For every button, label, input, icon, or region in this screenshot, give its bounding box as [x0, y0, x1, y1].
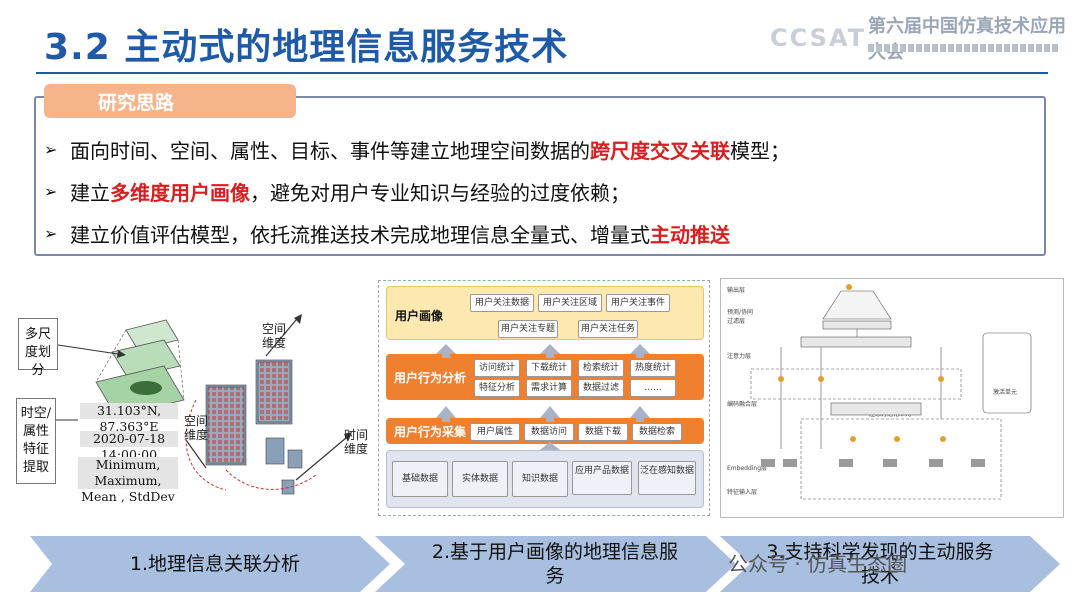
bullet-highlight: 跨尺度交叉关联 [590, 138, 730, 163]
analysis-chip: 访问统计 [474, 359, 520, 377]
bullet-text: ，避免对用户专业知识与经验的过度依赖； [250, 180, 630, 205]
bullet-highlight: 主动推送 [650, 222, 730, 247]
arrow-bullet-icon: ➢ [44, 139, 58, 159]
model-layer-label: 预测/协同过滤层 [727, 309, 754, 325]
profile-chip: 用户关注任务 [578, 320, 638, 338]
layer-title: 用户画像 [395, 309, 444, 323]
layer-title: 用户行为采集 [394, 425, 467, 439]
profile-chip: 用户关注数据 [470, 294, 534, 312]
model-layer-label: 编码融合层 [727, 401, 758, 408]
process-chevrons [30, 536, 1060, 592]
analysis-chip: 特征分析 [474, 379, 520, 397]
bullet-item: ➢ 建立多维度用户画像，避免对用户专业知识与经验的过度依赖； [44, 170, 1034, 212]
layer-title: 用户行为分析 [394, 371, 467, 385]
bullet-item: ➢ 面向时间、空间、属性、目标、事件等建立地理空间数据的跨尺度交叉关联模型； [44, 128, 1034, 170]
axis-label-space-2: 空间维度 [184, 414, 209, 442]
profile-chip: 用户关注专题 [498, 320, 558, 338]
data-source-chip: 泛在感知数据 [638, 461, 696, 495]
bullet-highlight: 多维度用户画像 [110, 180, 250, 205]
spatiotemporal-cube-figure [56, 314, 352, 495]
model-layer-label: 特征输入层 [727, 489, 758, 496]
analysis-chip: 数据过滤 [578, 379, 624, 397]
attention-model-diagram: 输出层 预测/协同过滤层 注意力层 编码融合层 Embedding层 特征输入层… [720, 278, 1064, 518]
research-box [34, 96, 1046, 256]
feature-extraction-box: 时空/属性特征提取 [16, 398, 56, 484]
layer-arrows [436, 344, 650, 450]
title-divider [36, 72, 1048, 74]
activation-unit-label: 激活单元 [993, 389, 1018, 396]
step-label: 3.支持科学发现的主动服务技术 [766, 541, 994, 587]
bullet-text: 模型； [730, 138, 790, 163]
arrow-bullet-icon: ➢ [44, 223, 58, 243]
conference-name: 第六届中国仿真技术应用大会 [868, 16, 1066, 63]
step-chevron-3 [720, 536, 1060, 592]
data-source-chip: 知识数据 [512, 461, 568, 497]
watermark-text: 公众号 · 仿真生态圈 [728, 552, 908, 576]
timestamp-value: 2020-07-18 14:00:00 [80, 431, 178, 462]
bullet-item: ➢ 建立价值评估模型，依托流推送技术完成地理信息全量式、增量式主动推送 [44, 212, 1034, 254]
network-graph [750, 284, 1032, 500]
model-layer-label: Embedding层 [727, 465, 768, 472]
data-source-chip: 实体数据 [452, 461, 508, 497]
analysis-chip: 检索统计 [578, 359, 624, 377]
arrow-bullet-icon: ➢ [44, 181, 58, 201]
collection-chip: 数据访问 [524, 423, 574, 441]
data-source-chip: 基础数据 [392, 461, 448, 497]
profile-chip: 用户关注区域 [538, 294, 602, 312]
step-label: 1.地理信息关联分析 [129, 553, 301, 575]
model-layer-label: 输出层 [727, 287, 746, 294]
axis-label-space: 空间维度 [262, 322, 287, 350]
collection-chip: 数据下载 [578, 423, 628, 441]
data-source-chip: 应用产品数据 [572, 461, 632, 495]
step-chevron-1 [30, 536, 390, 592]
analysis-chip: ...... [630, 379, 676, 397]
statistics-value: Minimum, Maximum, Mean , StdDev [78, 457, 178, 504]
bullet-text: 建立 [70, 180, 110, 205]
coordinate-value: 31.103°N, 87.363°E [80, 403, 178, 434]
bullet-text: 面向时间、空间、属性、目标、事件等建立地理空间数据的 [70, 138, 590, 163]
user-profile-architecture [378, 280, 710, 516]
page-title: 3.2 主动式的地理信息服务技术 [44, 27, 569, 68]
collection-chip: 数据检索 [632, 423, 682, 441]
analysis-chip: 热度统计 [630, 359, 676, 377]
collection-chip: 用户属性 [470, 423, 520, 441]
multiscale-box: 多尺度划分 [18, 318, 58, 378]
analysis-chip: 需求计算 [526, 379, 572, 397]
research-tag: 研究思路 [44, 84, 296, 118]
logo-subtitle-strip [868, 44, 1058, 52]
model-layer-label: 注意力层 [727, 353, 752, 360]
axis-label-time: 时间维度 [344, 428, 369, 456]
analysis-chip: 下载统计 [526, 359, 572, 377]
logo-text: CCSAT [770, 24, 867, 52]
step-label: 2.基于用户画像的地理信息服务 [431, 541, 679, 587]
profile-chip: 用户关注事件 [606, 294, 670, 312]
step-chevron-2 [375, 536, 736, 592]
conference-logo: CCSAT 第六届中国仿真技术应用大会 [768, 6, 1068, 66]
bullet-text: 建立价值评估模型，依托流推送技术完成地理信息全量式、增量式 [70, 222, 650, 247]
research-bullets: ➢ 面向时间、空间、属性、目标、事件等建立地理空间数据的跨尺度交叉关联模型； ➢… [44, 128, 1034, 254]
